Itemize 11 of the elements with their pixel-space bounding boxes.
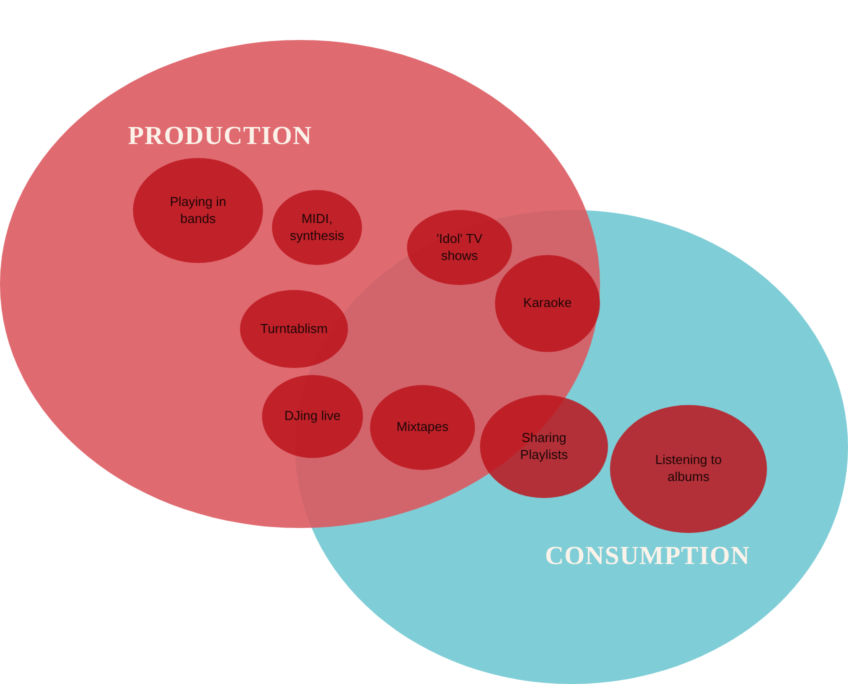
ellipse-label: Mixtapes [396, 419, 449, 436]
ellipse-label: Karaoke [523, 295, 572, 312]
circle-heading: PRODUCTION [128, 120, 312, 152]
circle-heading: CONSUMPTION [545, 540, 750, 572]
ellipse-label: Turntablism [260, 320, 328, 338]
ellipse-label: DJing live [284, 408, 341, 425]
ellipse-label: Sharing Playlists [519, 430, 569, 464]
ellipse-label: Playing in bands [168, 194, 228, 228]
ellipse-label: 'Idol' TV shows [436, 230, 484, 264]
ellipse-label: MIDI, synthesis [288, 210, 346, 244]
ellipse-label: Listening to albums [655, 452, 722, 486]
